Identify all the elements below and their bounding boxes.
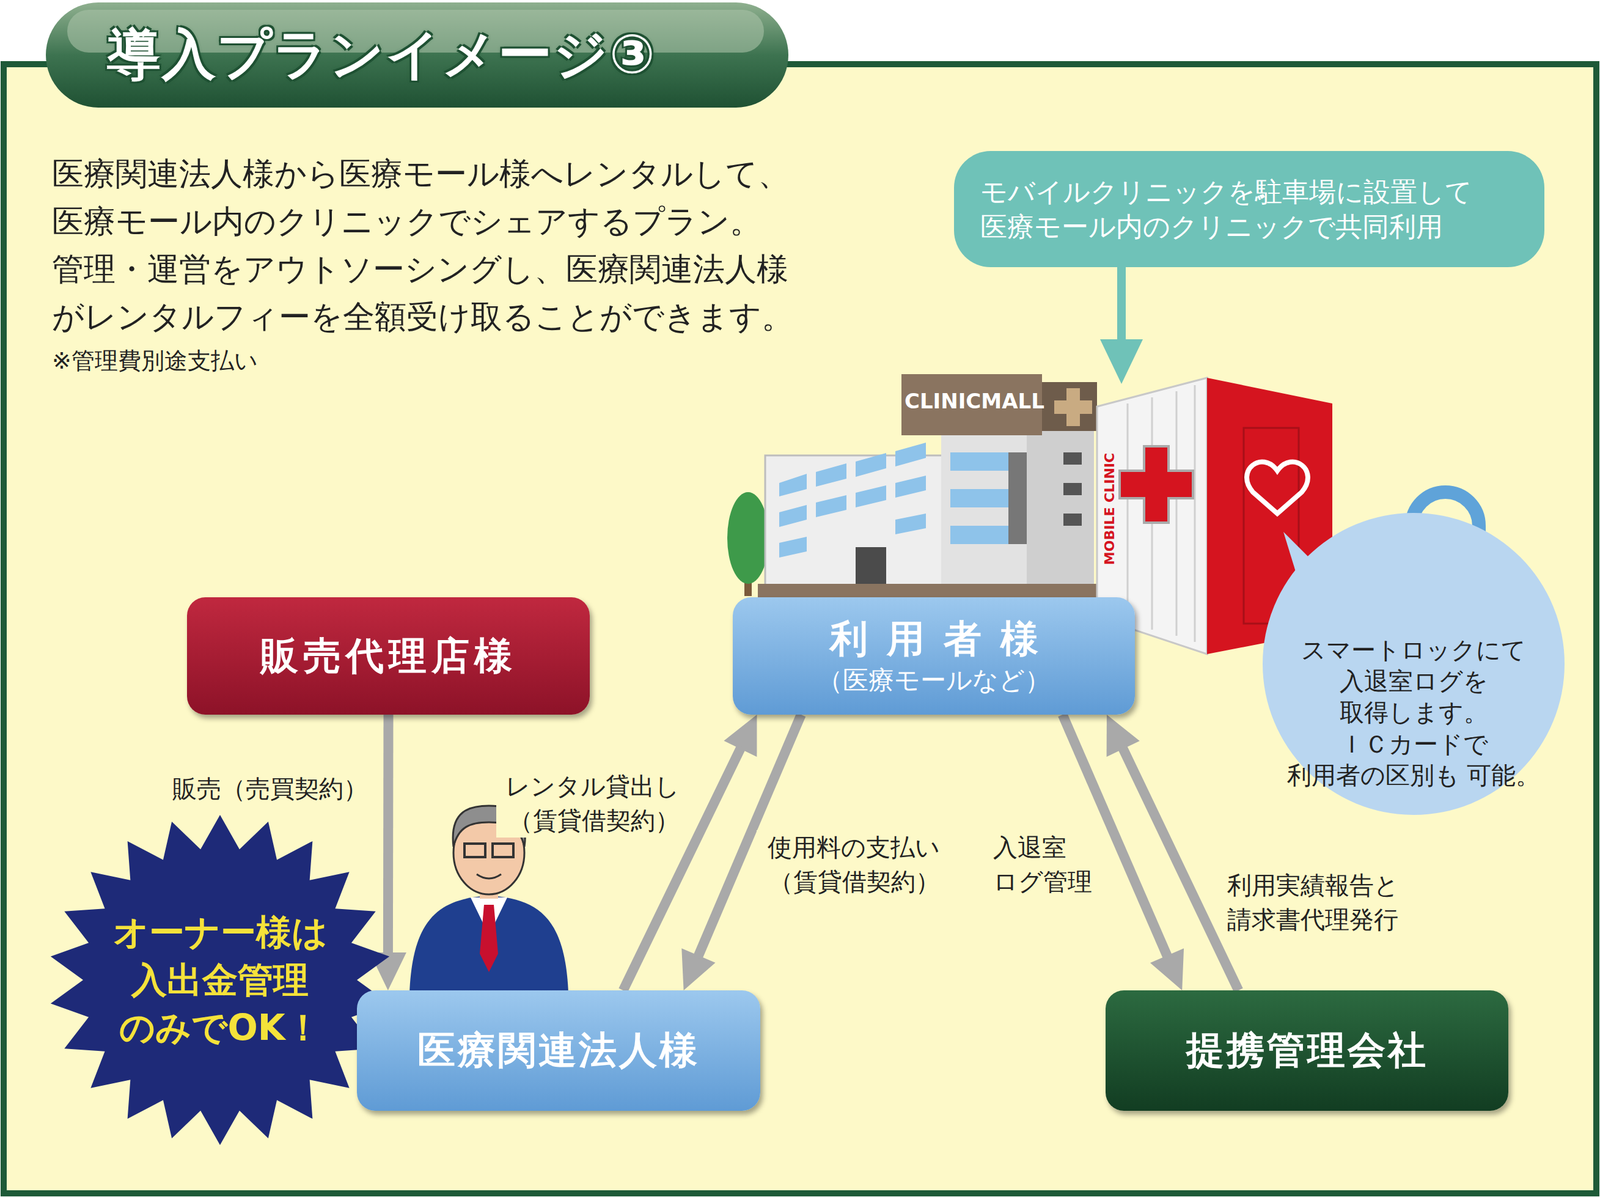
node-text: モバイルクリニックを駐車場に設置して 医療モール内のクリニックで共同利用 [980, 174, 1519, 244]
node-text: 利用者様 [829, 614, 1058, 664]
connector-arrow [623, 714, 758, 991]
connector-line [383, 714, 394, 955]
connector-line [1122, 746, 1239, 991]
illustration-label: CLINICMALL [904, 388, 1039, 414]
building [757, 374, 1101, 598]
node-text: 提携管理会社 [1186, 1025, 1429, 1076]
callout-box: モバイルクリニックを駐車場に設置して 医療モール内のクリニックで共同利用 [954, 150, 1545, 268]
starburst-fill [50, 814, 390, 1145]
connector-arrow [1106, 714, 1239, 991]
process-box: 利用者様（医療モールなど） [732, 597, 1135, 715]
node-text: スマートロックにて 入退室ログを 取得します。 ＩＣカードで 利用者の区別も 可… [1285, 536, 1542, 791]
edge-label: 使用料の支払い （賃貸借契約） [756, 829, 940, 899]
circle-fill [1262, 512, 1565, 815]
illustration-label: MOBILE CLINIC [1101, 432, 1118, 586]
starburst: オーナー様は 入出金管理 のみでOK！ [48, 814, 392, 1145]
edge-label: 販売（売買契約） [160, 771, 368, 806]
node-text: 医療関連法人様 [417, 1025, 700, 1076]
callout-circle: スマートロックにて 入退室ログを 取得します。 ＩＣカードで 利用者の区別も 可… [1262, 512, 1565, 815]
edge-label: 利用実績報告と 請求書代理発行 [1227, 867, 1423, 937]
process-box: 提携管理会社 [1105, 990, 1509, 1111]
process-box: 医療関連法人様 [356, 990, 761, 1111]
title-band [45, 2, 789, 108]
edge-label: レンタル貸出し （賃貸借契約） [496, 768, 680, 838]
note-text: ※管理費別途支払い [51, 345, 358, 377]
process-box: 販売代理店様 [187, 597, 590, 715]
node-subtext: （医療モールなど） [817, 663, 1051, 698]
leader-line [1117, 267, 1126, 343]
node-text: オーナー様は 入出金管理 のみでOK！ [100, 908, 340, 1052]
edge-label: 入退室 ログ管理 [993, 829, 1104, 899]
node-text: 販売代理店様 [260, 631, 518, 681]
title-text: 導入プランイメージ③ [106, 18, 657, 92]
connector-arrow [369, 714, 407, 991]
leader-head [1100, 339, 1143, 384]
tree [727, 491, 769, 596]
description-text: 医療関連法人様から医療モール様へレンタルして、 医療モール内のクリニックでシェア… [51, 149, 859, 341]
frame [3, 64, 1597, 1193]
